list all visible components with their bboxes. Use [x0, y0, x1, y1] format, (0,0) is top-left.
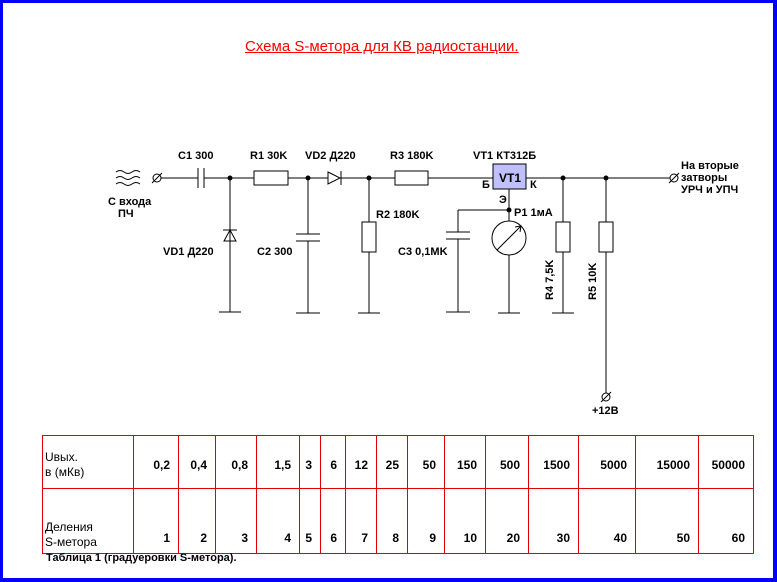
input-label-line2: ПЧ — [118, 208, 134, 220]
input-terminal-icon — [151, 172, 163, 184]
vt1-collector-label: К — [530, 179, 537, 191]
row-header-line: Деления — [45, 520, 93, 534]
power-label: +12В — [592, 405, 619, 417]
output-label-line3: УРЧ и УПЧ — [681, 184, 739, 196]
table-cell: 4 — [256, 488, 300, 554]
label-vd1: VD1 Д220 — [163, 246, 214, 258]
table-cell: 6 — [320, 435, 346, 489]
table-cell: 5 — [299, 488, 321, 554]
row-header-voltage: Uвых. в (мКв) — [42, 435, 134, 489]
diode-vd2 — [327, 171, 342, 185]
row-header-line: в (мКв) — [45, 465, 85, 479]
output-label-line1: На вторые — [681, 160, 739, 172]
table-cell: 1 — [133, 488, 179, 554]
table-cell: 500 — [485, 435, 529, 489]
diode-vd1 — [223, 228, 237, 242]
label-vt1: VT1 КТ312Б — [473, 150, 537, 162]
table-cell: 5000 — [578, 435, 636, 489]
resistor-r2 — [361, 221, 377, 253]
output-terminal-icon — [668, 172, 680, 184]
table-cell: 150 — [444, 435, 486, 489]
diagram-title: Схема S-метора для КВ радиостанции. — [245, 38, 519, 55]
label-c2: C2 300 — [257, 246, 293, 258]
row-header-line: S-метора — [45, 535, 97, 549]
table-cell: 0,2 — [133, 435, 179, 489]
label-c3: C3 0,1MK — [398, 246, 448, 258]
table-cell: 60 — [698, 488, 754, 554]
table-cell: 10 — [444, 488, 486, 554]
label-p1: P1 1мА — [514, 207, 553, 219]
label-vd2: VD2 Д220 — [305, 150, 356, 162]
label-r2: R2 180K — [376, 209, 420, 221]
table-cell: 3 — [215, 488, 257, 554]
resistor-r4 — [555, 221, 571, 253]
table-caption: Таблица 1 (градуеровки S-метора). — [46, 552, 237, 564]
label-r1: R1 30K — [250, 150, 288, 162]
schematic — [115, 163, 680, 403]
table-cell: 0,8 — [215, 435, 257, 489]
table-cell: 9 — [407, 488, 445, 554]
input-signal-icon — [115, 170, 141, 186]
table-cell: 20 — [485, 488, 529, 554]
table-cell: 12 — [345, 435, 377, 489]
vt1-box-label: VT1 — [499, 171, 522, 185]
power-terminal-icon — [600, 391, 612, 403]
table-cell: 50000 — [698, 435, 754, 489]
meter-p1-icon — [491, 220, 527, 256]
output-label-line2: затворы — [681, 172, 728, 184]
table-cell: 3 — [299, 435, 321, 489]
row-header-line: Uвых. — [45, 450, 78, 464]
table-cell: 0,4 — [178, 435, 216, 489]
table-cell: 25 — [376, 435, 408, 489]
resistor-r1 — [253, 170, 289, 186]
table-cell: 8 — [376, 488, 408, 554]
table-cell: 1,5 — [256, 435, 300, 489]
table-cell: 50 — [407, 435, 445, 489]
label-r4: R4 7,5K — [544, 259, 556, 300]
vt1-emitter-label: Э — [499, 194, 507, 206]
resistor-r5 — [598, 221, 614, 253]
table-cell: 1500 — [528, 435, 579, 489]
label-r5: R5 10K — [587, 262, 599, 300]
vt1-base-label: Б — [482, 179, 490, 191]
table-cell: 50 — [635, 488, 699, 554]
table-row-voltage: Uвых. в (мКв) 0,2 0,4 0,8 1,5 3 6 12 25 … — [42, 435, 754, 489]
table-cell: 6 — [320, 488, 346, 554]
label-c1: C1 300 — [178, 150, 214, 162]
table-row-divisions: Деления S-метора 1 2 3 4 5 6 7 8 9 10 20… — [42, 488, 754, 554]
table-cell: 40 — [578, 488, 636, 554]
table-cell: 30 — [528, 488, 579, 554]
calibration-table: Uвых. в (мКв) 0,2 0,4 0,8 1,5 3 6 12 25 … — [42, 435, 754, 554]
input-label-line1: С входа — [108, 196, 152, 208]
capacitor-c1 — [197, 168, 205, 188]
table-cell: 2 — [178, 488, 216, 554]
table-cell: 7 — [345, 488, 377, 554]
label-r3: R3 180K — [390, 150, 434, 162]
table-cell: 15000 — [635, 435, 699, 489]
row-header-divisions: Деления S-метора — [42, 488, 134, 554]
resistor-r3 — [394, 170, 429, 186]
